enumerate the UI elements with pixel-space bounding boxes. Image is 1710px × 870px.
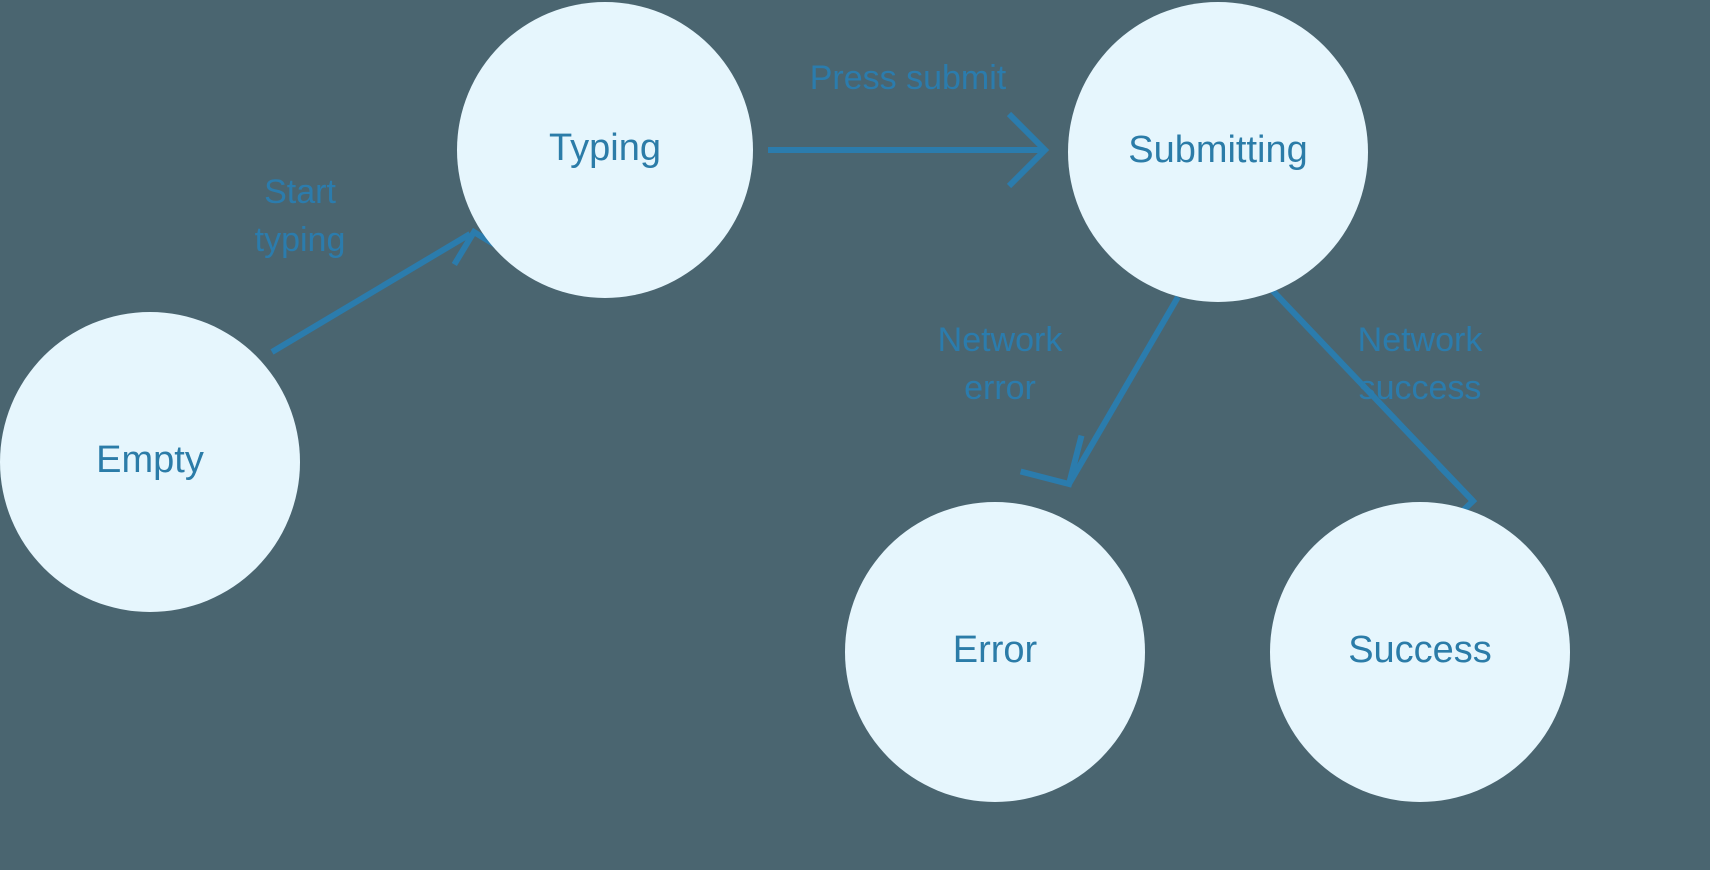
edge-label-submitting-to-success: Network success (1358, 321, 1484, 407)
node-submitting-label: Submitting (1128, 129, 1308, 171)
edge-typing-to-submitting (768, 111, 1050, 189)
node-empty-label: Empty (96, 439, 204, 481)
edge-label-typing-to-submitting: Press submit (810, 59, 1007, 97)
node-empty-circle[interactable] (0, 312, 300, 612)
edge-empty-to-typing-line (270, 231, 472, 355)
edge-label-submitting-to-success-line1: Network (1358, 321, 1484, 359)
edge-label-submitting-to-error-line1: Network (938, 321, 1064, 359)
node-submitting-circle[interactable] (1068, 2, 1368, 302)
node-success-label: Success (1348, 629, 1492, 671)
edge-label-typing-to-submitting-line1: Press submit (810, 59, 1007, 97)
node-success[interactable]: Success (1270, 502, 1570, 802)
node-typing-label: Typing (549, 127, 661, 169)
edge-label-empty-to-typing-line1: Start (264, 173, 336, 211)
node-empty[interactable]: Empty (0, 312, 300, 612)
edge-submitting-to-error-arrowhead (1019, 434, 1085, 488)
node-typing-circle[interactable] (457, 2, 753, 298)
edge-label-empty-to-typing-line2: typing (255, 221, 346, 259)
edge-submitting-to-error-line (1066, 295, 1181, 486)
edge-label-submitting-to-error-line2: error (964, 369, 1036, 407)
edge-typing-to-submitting-arrowhead (1006, 111, 1050, 189)
node-submitting[interactable]: Submitting (1068, 2, 1368, 302)
node-error-label: Error (953, 629, 1038, 671)
node-error[interactable]: Error (845, 502, 1145, 802)
edge-label-submitting-to-error: Network error (938, 321, 1064, 407)
node-typing[interactable]: Typing (457, 2, 753, 298)
node-error-circle[interactable] (845, 502, 1145, 802)
node-success-circle[interactable] (1270, 502, 1570, 802)
edge-label-empty-to-typing: Start typing (255, 173, 346, 259)
edge-label-submitting-to-success-line2: success (1359, 369, 1482, 407)
edge-submitting-to-error (1019, 295, 1181, 488)
